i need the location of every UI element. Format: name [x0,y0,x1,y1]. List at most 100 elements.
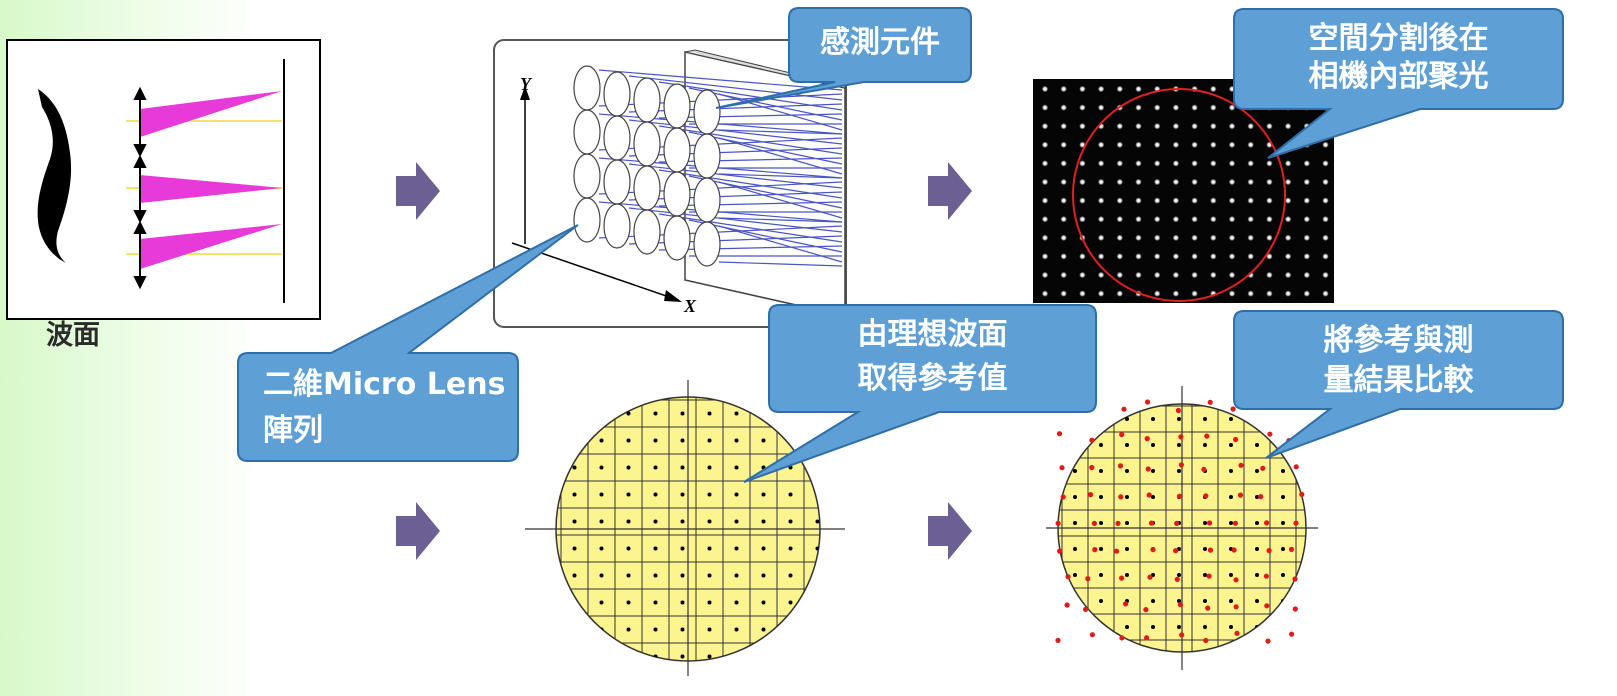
focal-spot [1041,160,1049,167]
focal-spot [1135,178,1142,186]
reference-spot [1229,573,1233,577]
measured-spot [1148,520,1155,526]
focal-spot [1079,160,1086,167]
beam-mid [140,175,282,203]
callout-sensor-text: 感測元件 [820,25,940,60]
reference-spot [788,600,793,605]
reference-spot [1203,573,1207,577]
lens-ray [718,137,843,175]
lens-ray [718,173,843,179]
reference-spot [653,465,658,470]
measured-spot [1060,494,1066,500]
measured-spot [1264,520,1270,526]
focal-spot [1041,290,1049,297]
focal-spot [1210,141,1217,148]
lens-ray [658,113,843,119]
measured-spot [1238,462,1244,468]
reference-spot [1177,625,1181,629]
callout-reference-line2: 取得參考值 [857,361,1008,396]
reference-spot [1073,521,1077,525]
focal-spot [1322,160,1329,167]
focal-spot [1210,178,1217,186]
focal-spot [1135,197,1142,204]
reference-spot [734,546,739,551]
reference-spot [1281,495,1285,499]
reference-spot [707,573,712,578]
measured-spot [1147,574,1153,580]
wavefront-panel: 波面 [6,39,321,351]
focal-spot [1172,178,1180,186]
callout-split-focus-line1: 空間分割後在 [1308,21,1489,56]
measured-spot [1299,491,1305,497]
focal-spot [1172,160,1180,167]
focal-spot [1079,290,1086,297]
focal-spot [1228,197,1236,204]
reference-spot [1255,573,1259,577]
focal-spot [1097,141,1105,148]
arrow-right-icon [928,162,972,220]
measured-spot [1143,607,1149,613]
measured-spot [1289,631,1295,637]
measured-spot [1207,547,1214,553]
focal-spot [1191,271,1198,279]
reference-spot [680,465,685,470]
reference-spot [1073,495,1077,499]
reference-spot [707,627,712,632]
arrow-right-icon [928,502,972,560]
measured-spot [1083,606,1089,612]
reference-spot [1125,573,1129,577]
focal-spot [1284,271,1292,279]
reference-spot [707,492,712,497]
reference-spot [680,573,685,578]
focal-spot [1116,178,1123,186]
reference-spot [572,573,577,578]
focal-spot [1060,160,1067,167]
reference-spot [1099,521,1103,525]
reference-spot [761,627,766,632]
measured-spot [1233,577,1239,583]
arrow-right-icon [396,162,440,220]
focal-spot [1210,234,1217,241]
callout-microlens-line1: 二維Micro Lens [263,367,506,402]
reference-spot [707,519,712,524]
reference-spot [626,546,631,551]
reference-spot [761,519,766,524]
callout-sensor-shape [715,7,972,109]
lens-ray [598,69,843,91]
measured-spot [1237,492,1244,498]
focal-spot [1116,253,1123,260]
reference-spot [599,600,604,605]
focal-spot [1284,160,1292,167]
focal-spot [1228,160,1236,167]
focal-spot [1210,216,1217,223]
measured-spot [1056,431,1063,437]
reference-spot [1073,469,1077,473]
focal-spot [1322,178,1329,186]
reference-spot [788,492,793,497]
focal-spot [1191,253,1198,260]
focal-spot [1191,178,1198,186]
lens-ray [628,163,843,189]
reference-spot [707,546,712,551]
reference-spot [1177,573,1181,577]
lens-ray [658,201,843,207]
measured-spot [1055,520,1061,526]
focal-spot [1097,160,1105,167]
measured-spot [1065,574,1071,580]
focal-spot [1191,104,1198,111]
focal-spot [1266,216,1273,223]
reference-spot [1099,495,1103,499]
focal-spot [1060,104,1067,111]
wavefront-shape [37,89,72,263]
reference-spot [572,519,577,524]
focal-spot [1284,197,1292,204]
focal-spot [1060,271,1067,279]
focal-spot [1154,253,1161,260]
callout-reference-shape [743,304,1097,483]
focal-spot [1116,290,1123,297]
focal-spot [1191,197,1198,204]
measured-spot [1292,606,1298,612]
reference-spot [1151,417,1155,421]
focal-spot [1266,290,1273,297]
